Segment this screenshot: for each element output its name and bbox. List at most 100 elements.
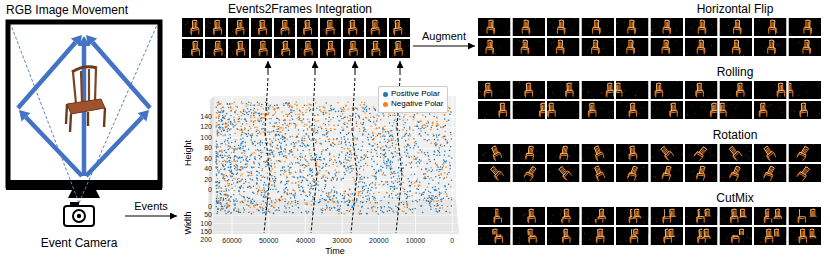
event-dot bbox=[410, 190, 412, 192]
event-dot bbox=[394, 189, 396, 191]
event-dot bbox=[337, 200, 339, 202]
event-dot bbox=[244, 129, 246, 131]
event-dot bbox=[220, 103, 222, 105]
movement-arrow bbox=[18, 43, 75, 108]
event-dot bbox=[282, 199, 284, 201]
event-dot bbox=[300, 176, 302, 178]
event-dot bbox=[215, 157, 217, 159]
event-dot bbox=[446, 193, 448, 195]
event-dot bbox=[219, 200, 221, 202]
event-dot bbox=[307, 129, 309, 131]
event-dot bbox=[269, 154, 271, 156]
event-dot bbox=[319, 157, 321, 159]
event-dot bbox=[262, 208, 264, 210]
event-dot bbox=[227, 180, 229, 182]
event-dot bbox=[314, 180, 316, 182]
movement-arrow bbox=[93, 43, 150, 108]
event-dot bbox=[344, 166, 346, 168]
event-dot bbox=[352, 177, 354, 179]
event-dot bbox=[396, 197, 398, 199]
event-dot bbox=[276, 209, 278, 211]
event-dot bbox=[244, 114, 246, 116]
event-dot bbox=[257, 142, 259, 144]
event-dot bbox=[356, 201, 358, 203]
event-dot bbox=[362, 141, 364, 143]
event-dot bbox=[263, 196, 265, 198]
event-dot bbox=[398, 167, 400, 169]
event-dot bbox=[323, 163, 325, 165]
event-dot bbox=[218, 111, 220, 113]
event-dot bbox=[408, 138, 410, 140]
event-dot bbox=[240, 180, 242, 182]
event-dot bbox=[381, 181, 383, 183]
event-dot bbox=[262, 142, 264, 144]
event-dot bbox=[341, 137, 343, 139]
event-dot bbox=[228, 121, 230, 123]
event-dot bbox=[224, 134, 226, 136]
event-dot bbox=[219, 128, 221, 130]
event-dot bbox=[232, 180, 234, 182]
event-dot bbox=[227, 140, 229, 142]
event-dot bbox=[417, 126, 419, 128]
event-dot bbox=[433, 195, 435, 197]
event-dot bbox=[280, 200, 282, 202]
event-dot bbox=[253, 110, 255, 112]
event-dot bbox=[289, 123, 291, 125]
event-dot bbox=[423, 138, 425, 140]
event-dot bbox=[278, 119, 280, 121]
event-dot bbox=[216, 201, 218, 203]
event-dot bbox=[265, 196, 267, 198]
event-dot bbox=[295, 127, 297, 128]
event-dot bbox=[421, 194, 423, 196]
event-dot bbox=[323, 158, 325, 160]
event-dot bbox=[363, 127, 365, 129]
event-dot bbox=[256, 204, 258, 206]
event-dot bbox=[231, 108, 233, 110]
event-dot bbox=[236, 128, 238, 130]
event-dot bbox=[375, 176, 377, 178]
event-dot bbox=[276, 147, 278, 149]
event-dot bbox=[253, 185, 255, 187]
event-dot bbox=[330, 130, 332, 132]
event-dot bbox=[274, 180, 276, 182]
event-dot bbox=[254, 158, 256, 160]
event-dot bbox=[292, 163, 294, 165]
event-dot bbox=[280, 182, 282, 184]
event-dot bbox=[335, 169, 337, 171]
event-dot bbox=[330, 199, 332, 201]
event-dot bbox=[402, 136, 404, 138]
event-dot bbox=[380, 166, 382, 168]
event-dot bbox=[219, 150, 221, 152]
event-dot bbox=[299, 190, 301, 192]
event-dot bbox=[427, 200, 429, 202]
event-dot bbox=[361, 157, 363, 159]
event-dot bbox=[390, 171, 392, 173]
event-dot bbox=[273, 138, 275, 140]
event-dot bbox=[250, 135, 252, 137]
event-dot bbox=[285, 149, 287, 151]
event-dot bbox=[414, 125, 416, 127]
event-dot bbox=[237, 173, 239, 175]
event-dot bbox=[273, 150, 275, 152]
event-dot bbox=[308, 162, 310, 164]
event-dot bbox=[234, 141, 236, 143]
event-dot bbox=[218, 172, 220, 174]
event-dot bbox=[245, 133, 247, 135]
event-dot bbox=[280, 196, 282, 198]
event-dot bbox=[361, 101, 363, 103]
event-dot bbox=[325, 165, 327, 167]
event-dot bbox=[268, 107, 270, 109]
event-dot bbox=[361, 178, 363, 180]
event-dot bbox=[331, 145, 333, 147]
event-dot bbox=[413, 147, 415, 149]
event-dot bbox=[296, 108, 298, 110]
event-dot bbox=[385, 156, 387, 158]
event-dot bbox=[280, 146, 282, 148]
event-dot bbox=[438, 169, 440, 171]
event-dot bbox=[357, 114, 359, 116]
event-dot bbox=[227, 119, 229, 121]
event-dot bbox=[288, 103, 290, 105]
event-dot bbox=[259, 142, 261, 144]
event-dot bbox=[288, 180, 290, 182]
event-dot bbox=[359, 117, 361, 119]
